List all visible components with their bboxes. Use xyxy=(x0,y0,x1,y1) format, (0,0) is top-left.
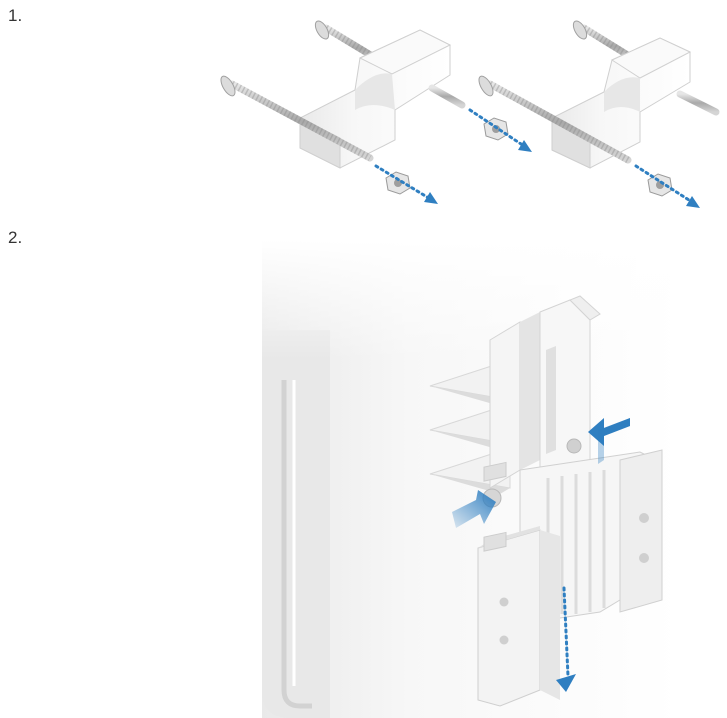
arrow-icon xyxy=(634,164,700,208)
bracket-icon xyxy=(478,20,720,208)
step-1-illustration xyxy=(220,20,720,208)
arrow-icon xyxy=(452,490,496,528)
step-1-label: 1. xyxy=(8,6,23,25)
step-2-label: 2. xyxy=(8,228,23,247)
nut-icon xyxy=(385,171,411,195)
arrow-icon xyxy=(556,586,576,692)
arrow-icon xyxy=(374,164,438,204)
bracket-icon xyxy=(220,20,532,204)
bolt-icon xyxy=(478,75,632,164)
step-2-illustration xyxy=(262,240,702,718)
arrow-icon xyxy=(468,108,532,152)
arrow-icon xyxy=(588,418,630,464)
bolt-icon xyxy=(220,75,374,162)
mount-icon xyxy=(429,295,663,707)
